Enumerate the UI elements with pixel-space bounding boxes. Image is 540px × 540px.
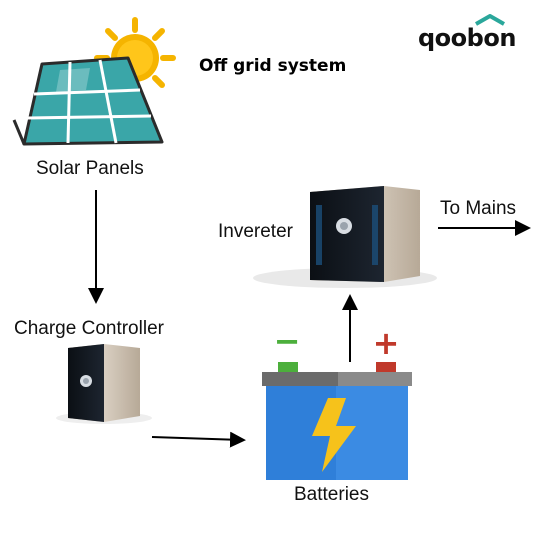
- brand-name: qoobon: [418, 24, 516, 52]
- inverter-label: Invereter: [218, 221, 293, 242]
- batteries-label: Batteries: [294, 484, 369, 505]
- solar-panels-label: Solar Panels: [36, 158, 144, 179]
- brand-logo: [475, 14, 505, 26]
- inverter-icon: [253, 186, 437, 288]
- solar-panel-icon: [12, 56, 164, 146]
- to-mains-label: To Mains: [440, 198, 517, 219]
- positive-terminal-sign: +: [373, 324, 400, 362]
- charge-controller-label: Charge Controller: [14, 318, 164, 339]
- charge-controller-icon: [56, 344, 152, 424]
- negative-terminal-sign: −: [274, 322, 301, 360]
- diagram-title: Off grid system: [199, 56, 347, 76]
- battery-icon: [262, 362, 412, 480]
- arrow-controller-to-battery: [151, 431, 246, 448]
